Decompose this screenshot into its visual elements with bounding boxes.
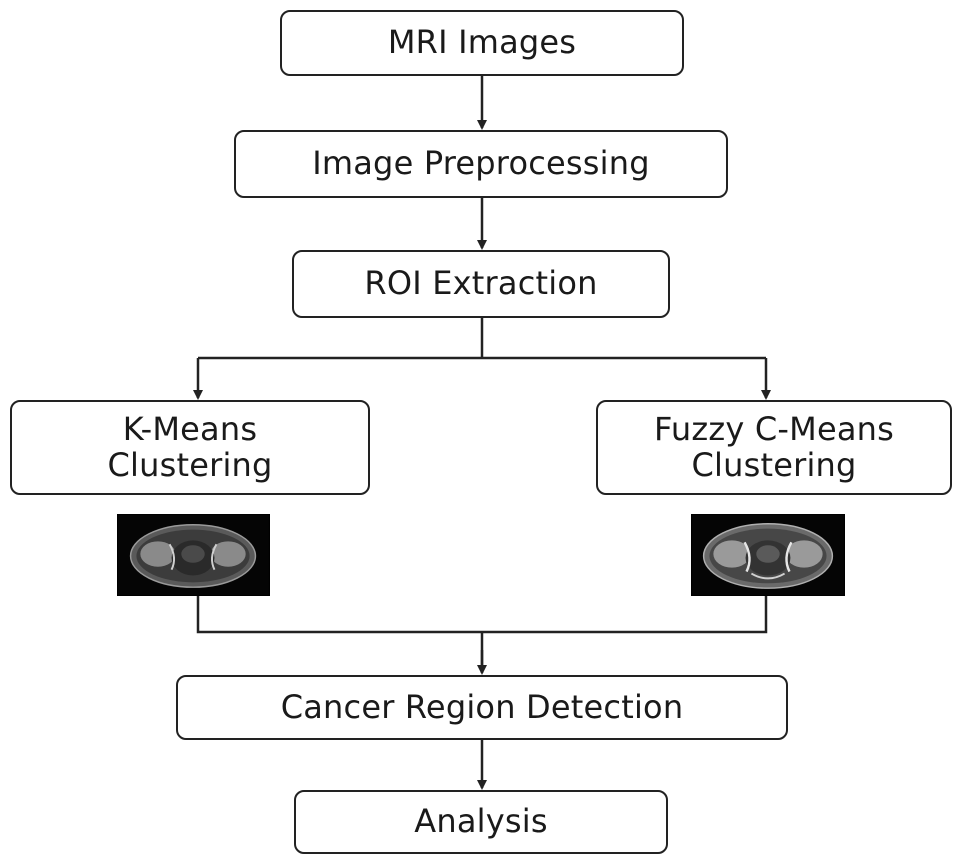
fcm-mri-thumbnail: [691, 514, 845, 596]
node-kmeans-clustering-label: K-Means Clustering: [107, 410, 273, 484]
node-cancer-region-detection-label: Cancer Region Detection: [280, 687, 684, 726]
node-roi-extraction-label: ROI Extraction: [364, 264, 598, 303]
edge-roi-split: [198, 318, 766, 360]
kmeans-mri-thumbnail: [117, 514, 270, 596]
node-image-preprocessing-label: Image Preprocessing: [312, 144, 650, 183]
node-mri-images-label: MRI Images: [387, 23, 577, 62]
node-fuzzy-cmeans-clustering: Fuzzy C-Means Clustering: [596, 400, 952, 495]
node-image-preprocessing: Image Preprocessing: [234, 130, 728, 198]
node-analysis-label: Analysis: [414, 802, 548, 841]
node-fuzzy-cmeans-clustering-label: Fuzzy C-Means Clustering: [654, 410, 894, 484]
node-analysis: Analysis: [294, 790, 668, 854]
node-mri-images: MRI Images: [280, 10, 684, 76]
node-kmeans-clustering: K-Means Clustering: [10, 400, 370, 495]
node-cancer-region-detection: Cancer Region Detection: [176, 675, 788, 740]
node-roi-extraction: ROI Extraction: [292, 250, 670, 318]
